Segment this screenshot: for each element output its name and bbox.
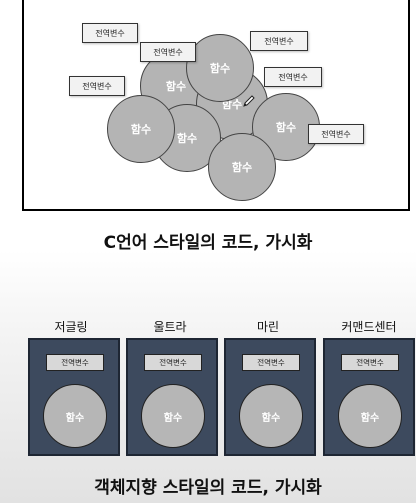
object-variable-label: 전역변수 [144,354,202,371]
global-variable-label: 전역변수 [264,67,322,87]
global-variable-label: 전역변수 [250,31,308,51]
object-title-command-center: 커맨드센터 [341,320,397,334]
function-bubble: 함수 [208,133,276,201]
object-panel-marine: 전역변수 함수 [224,338,316,456]
c-style-diagram: 함수 함수 함수 함수 함수 함수 함수 전역변수 전역변수 전역변수 전역변수… [22,0,410,211]
global-variable-label: 전역변수 [82,23,138,43]
function-label: 함수 [165,80,187,93]
function-label: 함수 [231,161,253,174]
oop-style-caption: 객체지향 스타일의 코드, 가시화 [94,478,322,498]
pencil-cursor-icon [243,95,255,107]
object-function-bubble: 함수 [141,384,205,448]
object-variable-label: 전역변수 [46,354,104,371]
object-variable-label: 전역변수 [242,354,300,371]
object-panel-command-center: 전역변수 함수 [323,338,415,456]
object-variable-label: 전역변수 [341,354,399,371]
function-bubble: 함수 [186,34,254,102]
function-bubble: 함수 [107,95,175,163]
object-title-marine: 마린 [256,320,280,334]
global-variable-label: 전역변수 [308,124,364,144]
object-function-bubble: 함수 [239,384,303,448]
object-title-ultra: 울트라 [153,320,187,334]
c-style-caption: C언어 스타일의 코드, 가시화 [103,233,313,253]
object-function-bubble: 함수 [338,384,402,448]
function-label: 함수 [130,123,152,136]
object-function-bubble: 함수 [43,384,107,448]
function-label: 함수 [209,62,231,75]
function-label: 함수 [275,121,297,134]
global-variable-label: 전역변수 [69,76,125,96]
object-panel-zergling: 전역변수 함수 [28,338,120,456]
object-title-zergling: 저글링 [54,320,88,334]
function-label: 함수 [176,132,198,145]
object-panel-ultra: 전역변수 함수 [126,338,218,456]
global-variable-label: 전역변수 [140,42,196,62]
